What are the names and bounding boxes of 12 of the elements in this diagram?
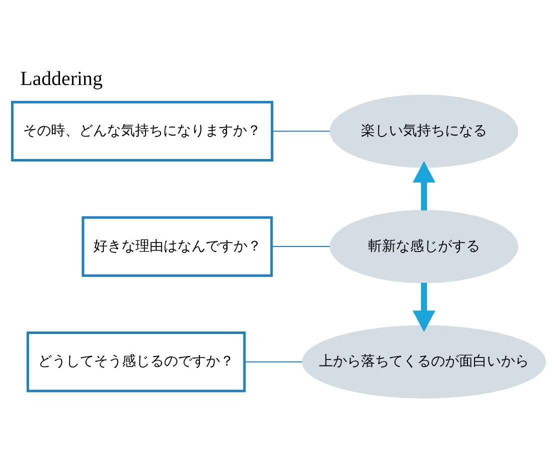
node-ellipse: 楽しい気持ちになる [330,94,518,168]
node-box: どうしてそう感じるのですか？ [26,332,246,392]
node-box: その時、どんな気持ちになりますか？ [11,100,274,162]
node-ellipse: 上から落ちてくるのが面白いから [302,325,546,398]
node-box: 好きな理由はなんですか？ [82,216,273,277]
connector [244,361,302,362]
connector [272,246,330,248]
node-ellipse: 斬新な感じがする [330,210,518,284]
connector [272,130,330,132]
diagram-title: Laddering [20,68,103,90]
arrow [412,282,436,332]
arrow [412,160,436,210]
